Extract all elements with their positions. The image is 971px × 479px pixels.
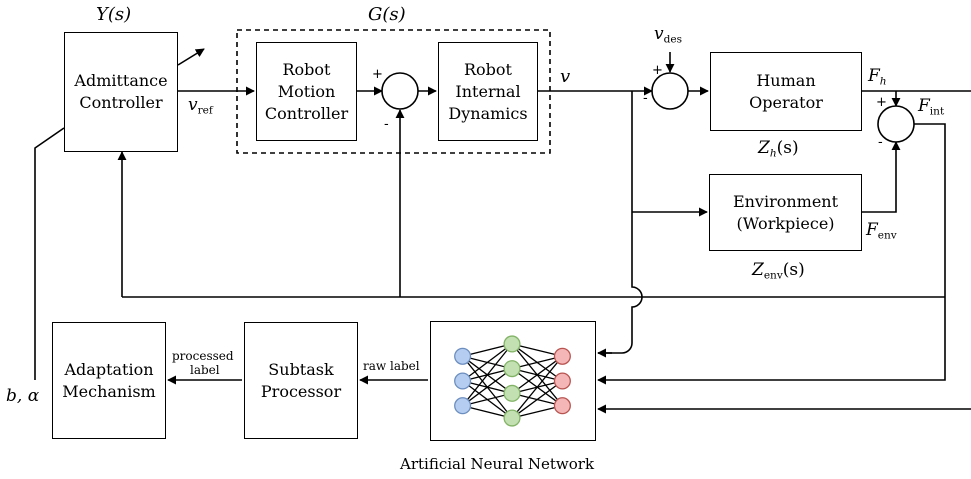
Zenv-main: Z [752,260,764,280]
motion-controller-block: Robot Motion Controller [256,42,357,141]
tuning-arrow [177,48,205,66]
vref-label: vref [188,97,213,116]
wire-tuning [34,127,65,380]
Zh-tail: (s) [776,138,799,158]
vdes-main: v [654,24,664,44]
nn-node [454,372,472,390]
internal-dynamics-block: Robot Internal Dynamics [438,42,538,141]
vref-sub: ref [197,104,213,117]
Y-label: Y(s) [96,4,132,25]
wire-v-bus [598,91,643,354]
Fenv-sub: env [877,229,897,242]
sum-junction-3 [877,105,915,143]
motion-controller-label: Robot Motion Controller [264,59,349,123]
sum2-minus-sign: - [643,91,648,106]
nn-node [454,397,472,415]
nn-node [503,360,521,378]
vref-main: v [188,95,198,115]
nn-node [503,409,521,427]
Zenv-sub: env [763,269,783,282]
label-label: label [190,363,220,377]
adaptation-mechanism-block: Adaptation Mechanism [52,322,166,439]
adaptation-mechanism-label: Adaptation Mechanism [62,359,156,401]
subtask-processor-block: Subtask Processor [244,322,358,439]
nn-node [553,372,571,390]
admittance-controller-label: Admittance Controller [74,71,168,112]
neural-network-block [430,321,596,441]
Fint-label: Fint [918,98,944,117]
b-alpha-label: b, α [6,386,40,406]
neural-network-icon [454,335,571,427]
sum3-plus-sign: + [876,95,887,110]
sum2-plus-sign: + [652,63,663,78]
v-label: v [560,66,571,87]
internal-dynamics-label: Robot Internal Dynamics [448,59,528,123]
G-label: G(s) [368,4,406,25]
nn-node [503,384,521,402]
nn-node [503,335,521,353]
sum-junction-2 [651,72,689,110]
vdes-sub: des [663,33,682,46]
Fint-main: F [918,96,930,116]
Zh-main: Z [758,138,770,158]
admittance-controller-block: Admittance Controller [64,32,178,152]
human-operator-label: Human Operator [749,70,823,112]
Fh-sub: h [879,75,887,88]
processed-label: processed [172,349,234,363]
Zh-label: Zh(s) [758,140,799,159]
sum1-plus-sign: + [372,67,383,82]
nn-node [553,347,571,365]
nn-connection [511,343,563,357]
ann-caption: Artificial Neural Network [400,455,595,473]
nn-node [553,397,571,415]
nn-connection [462,343,513,407]
Fenv-label: Fenv [866,222,897,241]
Zh-sub: h [769,147,777,160]
Fint-sub: int [929,105,945,118]
Fh-label: Fh [868,68,887,87]
raw-label-label: raw label [363,359,420,373]
Fenv-main: F [866,220,878,240]
environment-label: Environment (Workpiece) [732,191,839,233]
Zenv-label: Zenv(s) [752,262,805,281]
nn-connection [462,368,513,407]
environment-block: Environment (Workpiece) [709,174,862,251]
nn-connection [511,405,563,419]
wire-Fint-to-ann [597,123,946,385]
subtask-processor-label: Subtask Processor [260,359,342,401]
sum1-minus-sign: - [384,117,389,132]
nn-connection [511,355,563,394]
vdes-label: vdes [654,26,682,45]
nn-connection [462,343,513,382]
nn-connection [511,355,563,370]
human-operator-block: Human Operator [710,52,862,131]
Zenv-tail: (s) [782,260,805,280]
nn-connection [511,380,563,419]
Fh-main: F [868,66,880,86]
sum-junction-1 [381,72,419,110]
nn-connection [511,355,563,419]
wire-Fenv-to-sum3 [862,141,901,213]
sum3-minus-sign: - [878,135,883,150]
nn-node [454,347,472,365]
